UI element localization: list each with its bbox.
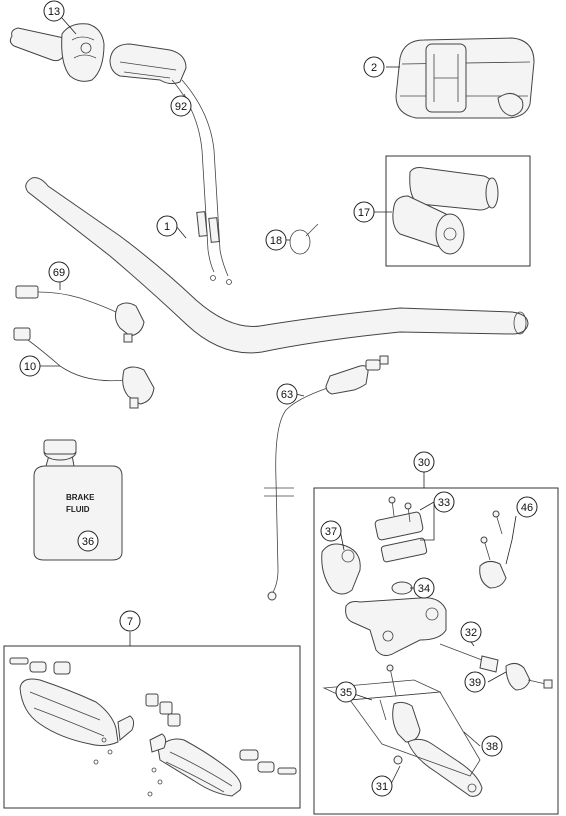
callout-39: 39 — [464, 671, 486, 693]
svg-text:13: 13 — [48, 6, 60, 18]
handguard-frame — [3, 645, 301, 809]
svg-text:30: 30 — [418, 457, 430, 469]
callouts: 13 2 92 1 17 18 69 10 — [19, 0, 538, 797]
svg-text:32: 32 — [465, 627, 477, 639]
svg-text:31: 31 — [376, 781, 388, 793]
callout-63: 63 — [276, 383, 298, 405]
callout-17: 17 — [353, 201, 375, 223]
switch-10 — [13, 327, 155, 409]
callout-18: 18 — [265, 229, 287, 251]
throttle-assembly — [9, 23, 105, 82]
callout-36: 36 — [77, 530, 99, 552]
svg-text:2: 2 — [371, 62, 377, 74]
svg-text:63: 63 — [281, 389, 293, 401]
svg-text:39: 39 — [469, 677, 481, 689]
brake-fluid-bottle: BRAKE FLUID — [33, 439, 123, 561]
callout-38: 38 — [481, 735, 503, 757]
svg-text:37: 37 — [325, 526, 337, 538]
svg-text:35: 35 — [340, 687, 352, 699]
callout-7: 7 — [119, 610, 141, 632]
callout-10: 10 — [19, 355, 41, 377]
master-cylinder-frame — [313, 487, 559, 815]
callout-32: 32 — [460, 621, 482, 643]
svg-text:7: 7 — [127, 616, 133, 628]
callout-31: 31 — [371, 775, 393, 797]
svg-text:10: 10 — [24, 361, 36, 373]
callout-35: 35 — [335, 681, 357, 703]
svg-text:1: 1 — [164, 221, 170, 233]
bottle-label-line-2: FLUID — [66, 505, 90, 514]
svg-text:33: 33 — [438, 497, 450, 509]
svg-text:18: 18 — [270, 235, 282, 247]
callout-92: 92 — [170, 95, 192, 117]
svg-text:69: 69 — [53, 267, 65, 279]
grip — [395, 37, 535, 119]
svg-text:36: 36 — [82, 536, 94, 548]
callout-1: 1 — [156, 215, 178, 237]
grips-set — [385, 155, 531, 267]
cable-tie — [289, 223, 319, 255]
callout-37: 37 — [320, 520, 342, 542]
svg-text:46: 46 — [521, 502, 533, 514]
callout-2: 2 — [363, 56, 385, 78]
svg-text:34: 34 — [418, 583, 430, 595]
leader-lines — [40, 17, 517, 787]
handlebar — [25, 177, 529, 354]
throttle-cables — [109, 43, 232, 285]
svg-text:17: 17 — [358, 207, 370, 219]
bottle-label-line-1: BRAKE — [66, 493, 95, 502]
hydraulic-line — [264, 355, 389, 601]
callout-30: 30 — [413, 451, 435, 473]
callout-33: 33 — [433, 491, 455, 513]
callout-69: 69 — [48, 261, 70, 283]
svg-text:92: 92 — [175, 101, 187, 113]
callout-13: 13 — [43, 0, 65, 22]
switch-69 — [15, 285, 145, 343]
callout-34: 34 — [413, 577, 435, 599]
callout-46: 46 — [516, 496, 538, 518]
svg-text:38: 38 — [486, 741, 498, 753]
